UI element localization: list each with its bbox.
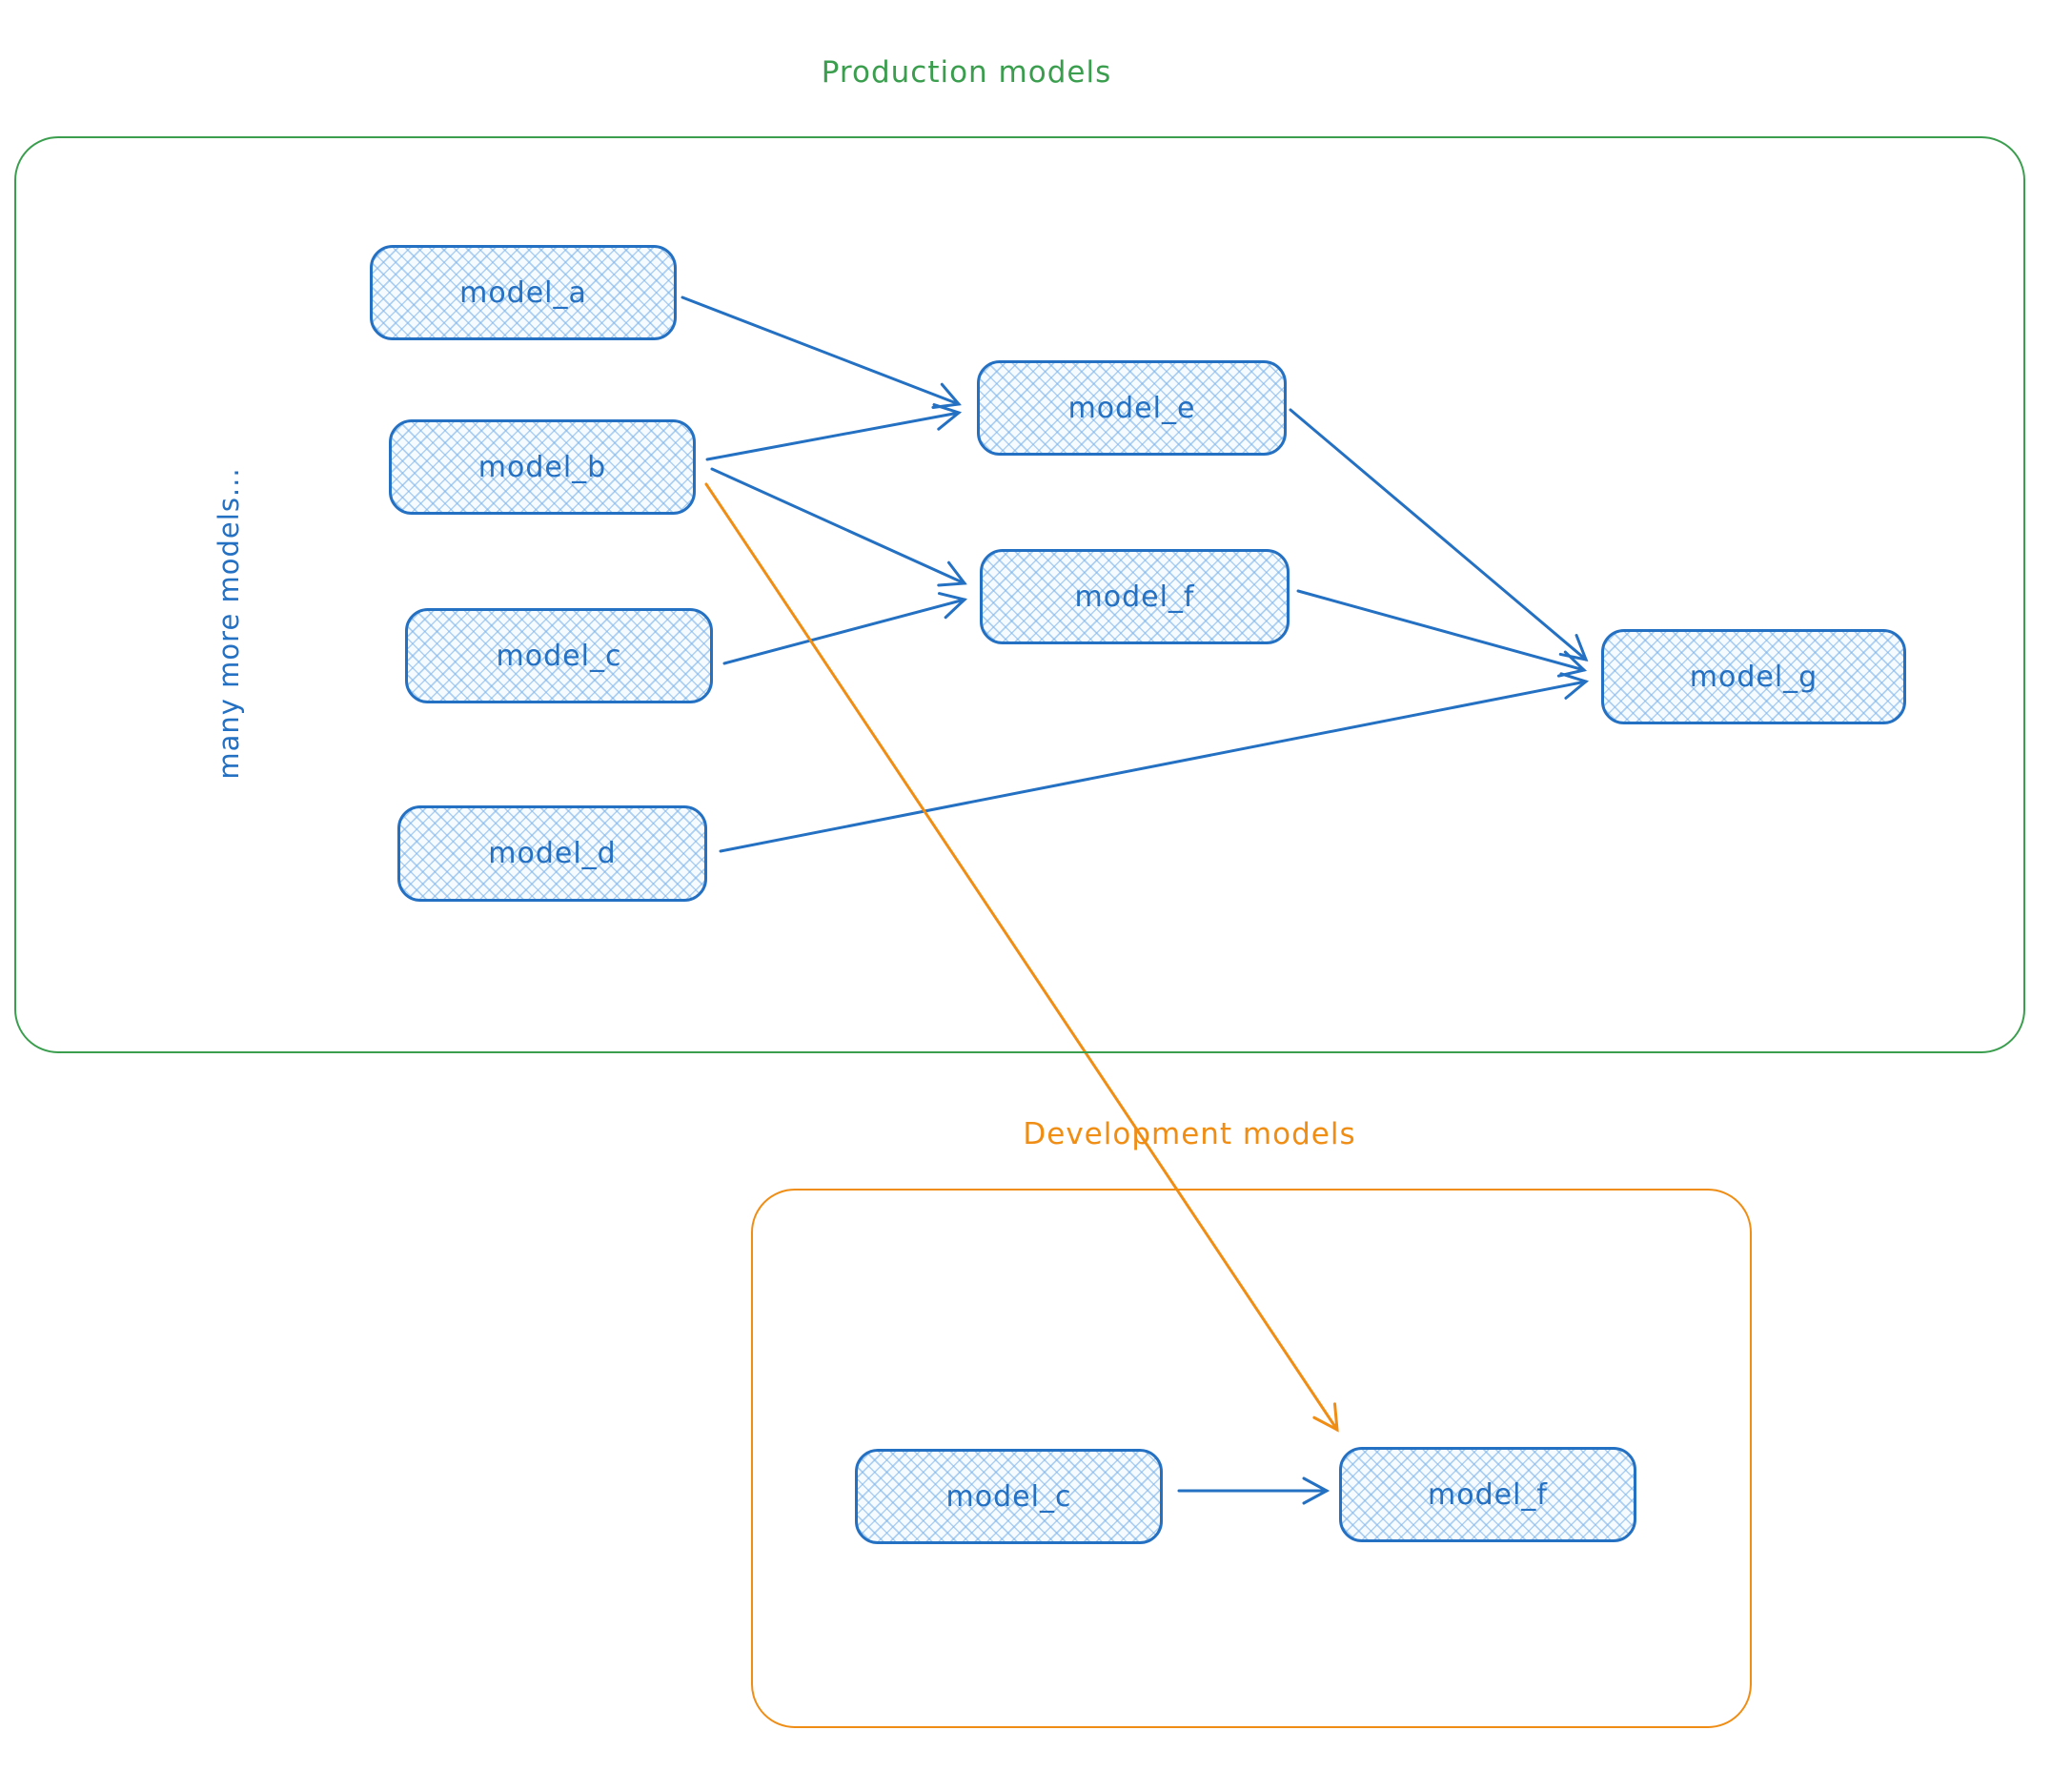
node-label: model_b xyxy=(477,450,607,484)
node-model_e: model_e xyxy=(977,360,1287,456)
node-dev_model_f: model_f xyxy=(1339,1447,1636,1542)
many-more-models-note: many more models... xyxy=(213,467,245,780)
production-container xyxy=(14,136,2025,1053)
node-dev_model_c: model_c xyxy=(855,1449,1163,1544)
node-model_c: model_c xyxy=(405,608,713,703)
development-container-label: Development models xyxy=(1023,1117,1356,1151)
arrow-model_b-to-model_f xyxy=(710,467,967,587)
arrow-model_c-to-model_f xyxy=(722,592,968,665)
node-model_f: model_f xyxy=(980,549,1290,644)
node-model_d: model_d xyxy=(397,805,707,902)
production-container-label: Production models xyxy=(821,55,1112,90)
node-label: model_g xyxy=(1689,660,1818,694)
node-model_a: model_a xyxy=(370,245,677,340)
arrow-model_a-to-model_e xyxy=(681,295,962,409)
node-model_g: model_g xyxy=(1601,629,1906,724)
node-label: model_f xyxy=(1074,580,1195,614)
arrow-model_f-to-model_g xyxy=(1296,589,1588,678)
node-label: model_e xyxy=(1067,391,1196,425)
node-label: model_d xyxy=(488,837,617,870)
node-model_b: model_b xyxy=(389,419,696,515)
node-label: model_f xyxy=(1428,1477,1548,1512)
arrow-model_d-to-model_g xyxy=(719,672,1590,853)
node-label: model_c xyxy=(945,1479,1072,1514)
development-container xyxy=(751,1189,1752,1728)
arrow-model_b-to-model_e xyxy=(705,403,963,461)
arrow-model_b-to-dev_model_f xyxy=(704,482,1339,1433)
arrow-model_e-to-model_g xyxy=(1289,408,1589,662)
node-label: model_a xyxy=(459,275,587,310)
node-label: model_c xyxy=(496,639,622,673)
